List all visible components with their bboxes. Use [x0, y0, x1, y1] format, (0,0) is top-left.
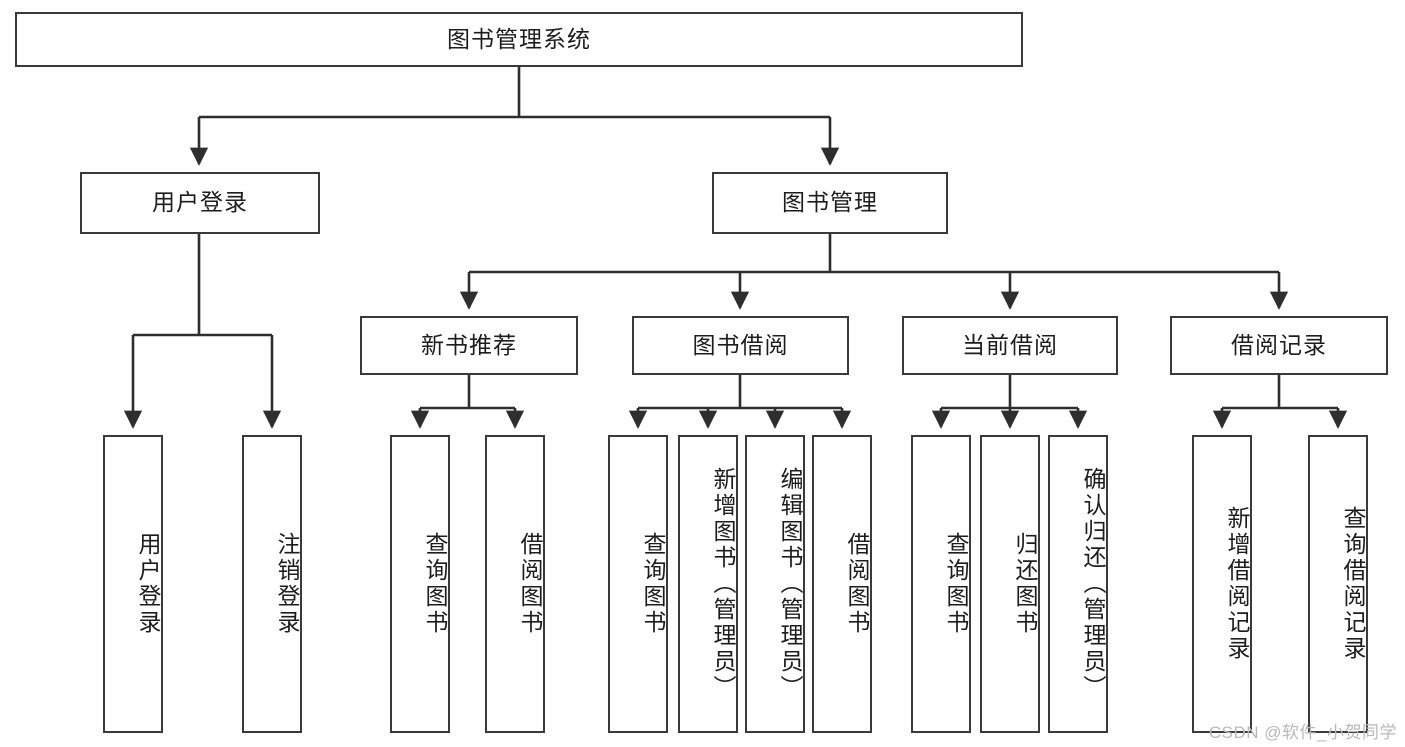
node-leaf-add-book-label: 新增图书（管理员）	[710, 467, 736, 701]
node-user-login[interactable]: 用户登录	[80, 172, 320, 234]
node-leaf-borrow-book-1-label: 借阅图书	[517, 532, 543, 636]
node-leaf-add-book[interactable]: 新增图书（管理员）	[678, 435, 738, 733]
watermark: CSDN @软件_小贺同学	[1208, 723, 1397, 742]
node-new-book-recommend[interactable]: 新书推荐	[360, 316, 578, 375]
node-leaf-query-book-3-label: 查询图书	[943, 532, 969, 636]
node-leaf-add-record[interactable]: 新增借阅记录	[1192, 435, 1252, 733]
node-leaf-borrow-book-1[interactable]: 借阅图书	[485, 435, 545, 733]
node-leaf-query-book-1[interactable]: 查询图书	[390, 435, 450, 733]
node-leaf-edit-book-label: 编辑图书（管理员）	[777, 467, 803, 701]
node-leaf-logout-login[interactable]: 注销登录	[242, 435, 302, 733]
node-leaf-query-book-3[interactable]: 查询图书	[911, 435, 971, 733]
node-leaf-query-book-2[interactable]: 查询图书	[608, 435, 668, 733]
node-leaf-edit-book[interactable]: 编辑图书（管理员）	[745, 435, 805, 733]
node-leaf-borrow-book-2-label: 借阅图书	[844, 532, 870, 636]
node-new-book-recommend-label: 新书推荐	[421, 331, 517, 358]
node-leaf-add-record-label: 新增借阅记录	[1224, 506, 1250, 662]
node-current-borrow-label: 当前借阅	[962, 331, 1058, 358]
node-leaf-logout-login-label: 注销登录	[274, 532, 300, 636]
node-root-label: 图书管理系统	[447, 25, 591, 52]
node-leaf-confirm-return[interactable]: 确认归还（管理员）	[1048, 435, 1108, 733]
node-leaf-query-book-2-label: 查询图书	[640, 532, 666, 636]
node-borrow-record-label: 借阅记录	[1231, 331, 1327, 358]
node-leaf-query-record-label: 查询借阅记录	[1340, 506, 1366, 662]
node-leaf-return-book-label: 归还图书	[1012, 532, 1038, 636]
node-current-borrow[interactable]: 当前借阅	[902, 316, 1118, 375]
node-book-manage-label: 图书管理	[782, 189, 878, 216]
node-book-manage[interactable]: 图书管理	[712, 172, 948, 234]
node-leaf-return-book[interactable]: 归还图书	[980, 435, 1040, 733]
node-leaf-query-book-1-label: 查询图书	[422, 532, 448, 636]
node-root[interactable]: 图书管理系统	[15, 12, 1023, 67]
node-leaf-user-login[interactable]: 用户登录	[103, 435, 163, 733]
node-user-login-label: 用户登录	[152, 189, 248, 216]
node-leaf-user-login-label: 用户登录	[135, 532, 161, 636]
node-leaf-confirm-return-label: 确认归还（管理员）	[1080, 467, 1106, 701]
node-borrow-record[interactable]: 借阅记录	[1170, 316, 1388, 375]
node-book-borrow[interactable]: 图书借阅	[632, 316, 849, 375]
node-leaf-borrow-book-2[interactable]: 借阅图书	[812, 435, 872, 733]
node-leaf-query-record[interactable]: 查询借阅记录	[1308, 435, 1368, 733]
node-book-borrow-label: 图书借阅	[692, 331, 789, 358]
